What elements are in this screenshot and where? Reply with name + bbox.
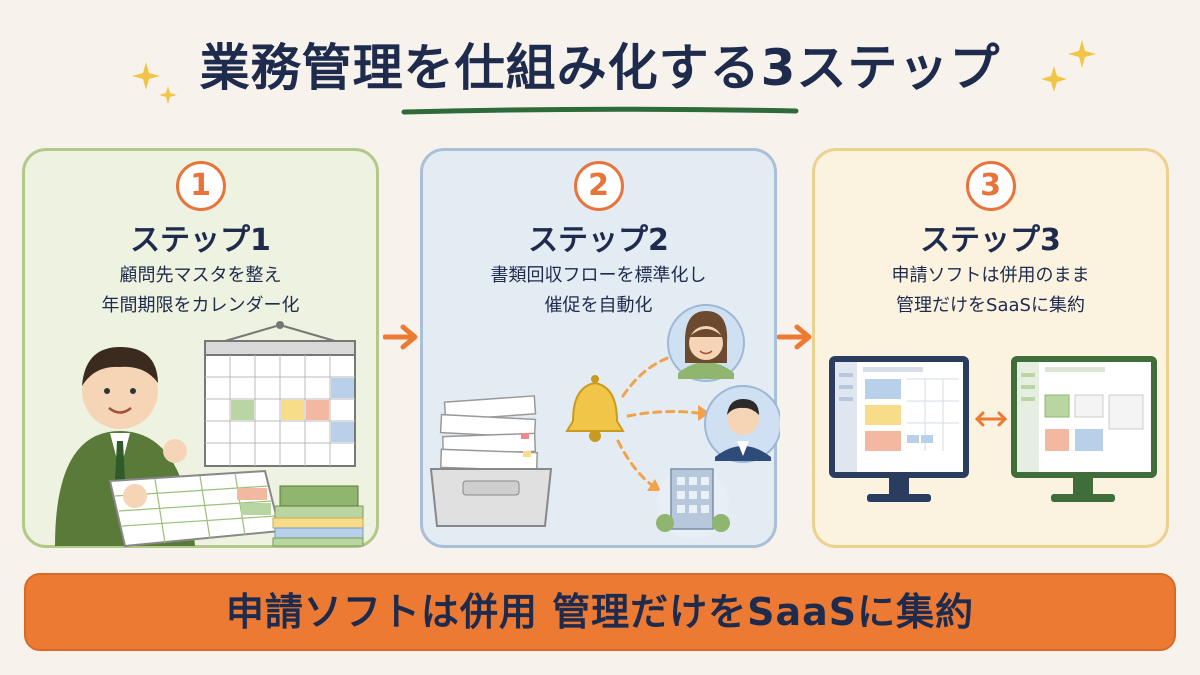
step-card-1: 1 ステップ1 顧問先マスタを整え 年間期限をカレンダー化 [22,148,379,548]
step-number-badge: 2 [573,161,624,211]
step-description-line: 申請ソフトは併用のまま [891,265,1090,286]
document-flow-illustration [429,304,780,539]
sparkle-icon [1041,40,1096,92]
summary-banner: 申請ソフトは併用 管理だけをSaaSに集約 [24,573,1176,651]
calendar-illustration [55,321,364,548]
arrow-right-icon [383,324,418,350]
arrow-right-icon [777,324,812,350]
step-description-line: 催促を自動化 [544,295,653,316]
sparkle-icon [132,62,177,104]
title-underline [401,106,799,115]
step-title: ステップ1 [130,223,271,258]
step-description-line: 書類回収フローを標準化し [490,265,707,286]
step-description-line: 年間期限をカレンダー化 [101,295,300,316]
step-description: 顧問先マスタを整え 年間期限をカレンダー化 [25,261,376,321]
monitors-illustration [829,356,1157,502]
step-card-2: 2 ステップ2 書類回収フローを標準化し 催促を自動化 [420,148,780,548]
step-description: 書類回収フローを標準化し 催促を自動化 [423,261,774,321]
step-number-badge: 1 [175,161,226,211]
page-title: 業務管理を仕組み化する3ステップ [199,39,1001,97]
step-number-badge: 3 [965,161,1016,211]
step-description-line: 顧問先マスタを整え [119,265,282,286]
step-card-3: 3 ステップ3 申請ソフトは併用のまま 管理だけをSaaSに集約 [812,148,1169,548]
step-description-line: 管理だけをSaaSに集約 [896,295,1085,316]
step-description: 申請ソフトは併用のまま 管理だけをSaaSに集約 [815,261,1166,321]
step-title: ステップ3 [920,223,1061,258]
step-title: ステップ2 [528,223,669,258]
